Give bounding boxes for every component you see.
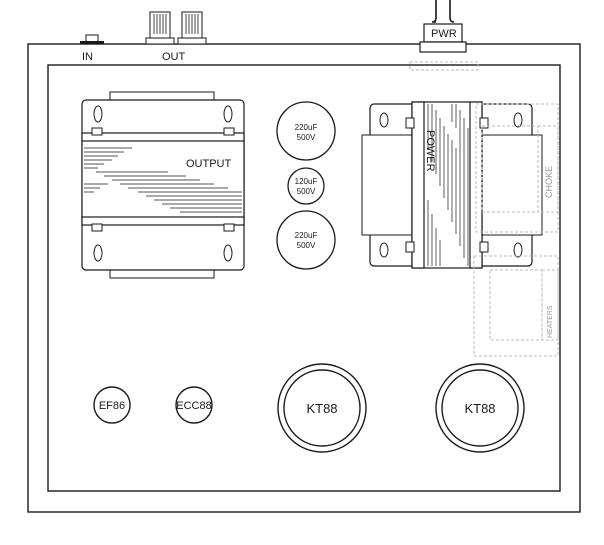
output-transformer [81, 91, 245, 279]
tube-kt88-left-label: KT88 [306, 401, 337, 416]
capacitor-3-voltage: 500V [297, 241, 316, 250]
in-jack [80, 34, 104, 44]
capacitor-3: 220uF 500V [276, 210, 336, 270]
pwr-label: PWR [431, 28, 457, 40]
chassis-outline [27, 43, 581, 513]
tube-ecc88-label: ECC88 [176, 400, 211, 412]
capacitor-1: 220uF 500V [276, 101, 336, 161]
tube-kt88-right-label: KT88 [464, 401, 495, 416]
out-terminals [145, 11, 207, 45]
pwr-inlet [409, 0, 479, 71]
capacitor-2-value: 120uF [295, 177, 318, 186]
tube-ef86: EF86 [93, 386, 131, 424]
capacitor-2: 120uF 500V [287, 167, 325, 205]
capacitor-3-value: 220uF [295, 231, 318, 240]
heaters-outline [473, 255, 559, 357]
in-label: IN [82, 51, 93, 63]
out-label: OUT [162, 51, 186, 63]
capacitor-1-value: 220uF [295, 123, 318, 132]
tube-ecc88: ECC88 [175, 386, 213, 424]
power-transformer [361, 101, 543, 269]
capacitor-1-voltage: 500V [297, 133, 316, 142]
tube-kt88-right: KT88 [435, 363, 525, 453]
tube-ef86-label: EF86 [99, 400, 125, 412]
inner-plate [47, 64, 561, 492]
choke-label: CHOKE [544, 166, 554, 198]
tube-kt88-left: KT88 [277, 363, 367, 453]
heaters-label: HEATERS [547, 305, 554, 338]
capacitor-2-voltage: 500V [297, 187, 316, 196]
choke-outline [475, 103, 559, 233]
power-transformer-label: POWER [424, 130, 436, 172]
output-transformer-label: OUTPUT [186, 158, 232, 170]
